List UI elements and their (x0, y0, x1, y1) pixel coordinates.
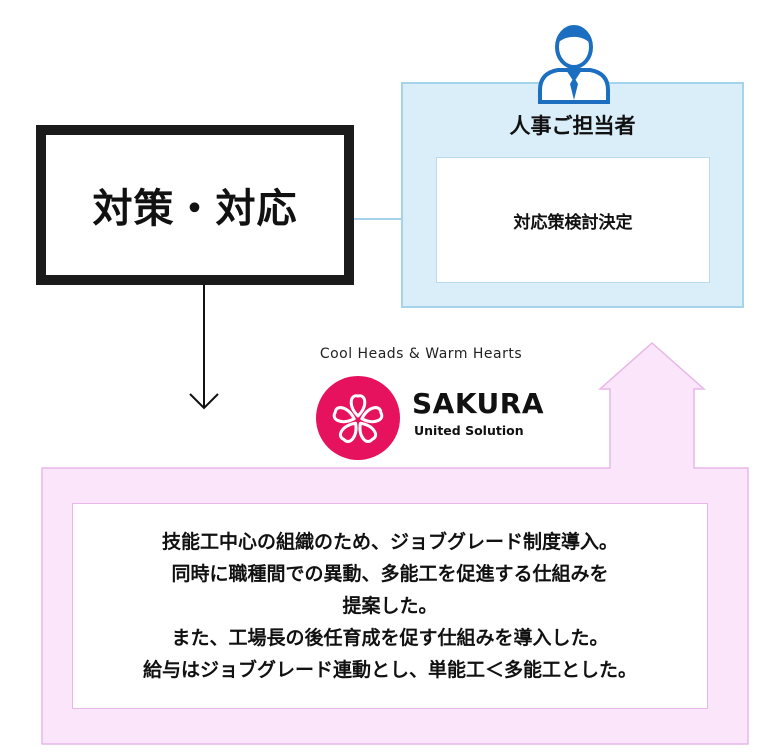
sakura-flower-icon (332, 394, 384, 443)
hr-task-label: 対応策検討決定 (513, 212, 633, 233)
logo-subtitle: United Solution (414, 423, 524, 438)
person-icon (538, 25, 610, 104)
measures-title: 対策・対応 (92, 186, 298, 232)
description-line: また、工場長の後任育成を促す仕組みを導入した。 (171, 627, 609, 649)
description-line: 給与はジョブグレード連動とし、単能工＜多能工とした。 (142, 659, 637, 681)
hr-task-box: 対応策検討決定 (436, 157, 710, 283)
description-line: 技能工中心の組織のため、ジョブグレード制度導入。 (161, 531, 618, 553)
description-line: 提案した。 (342, 595, 438, 617)
arrow-down-icon (189, 275, 219, 410)
measures-box: 対策・対応 (36, 125, 354, 285)
hr-title: 人事ご担当者 (509, 114, 636, 138)
description-box: 技能工中心の組織のため、ジョブグレード制度導入。 同時に職種間での異動、多能工を… (72, 503, 708, 709)
logo-name: SAKURA (412, 387, 545, 420)
logo-mark (316, 376, 400, 460)
logo-tagline: Cool Heads & Warm Hearts (319, 346, 523, 362)
description-line: 同時に職種間での異動、多能工を促進する仕組みを (171, 563, 609, 585)
